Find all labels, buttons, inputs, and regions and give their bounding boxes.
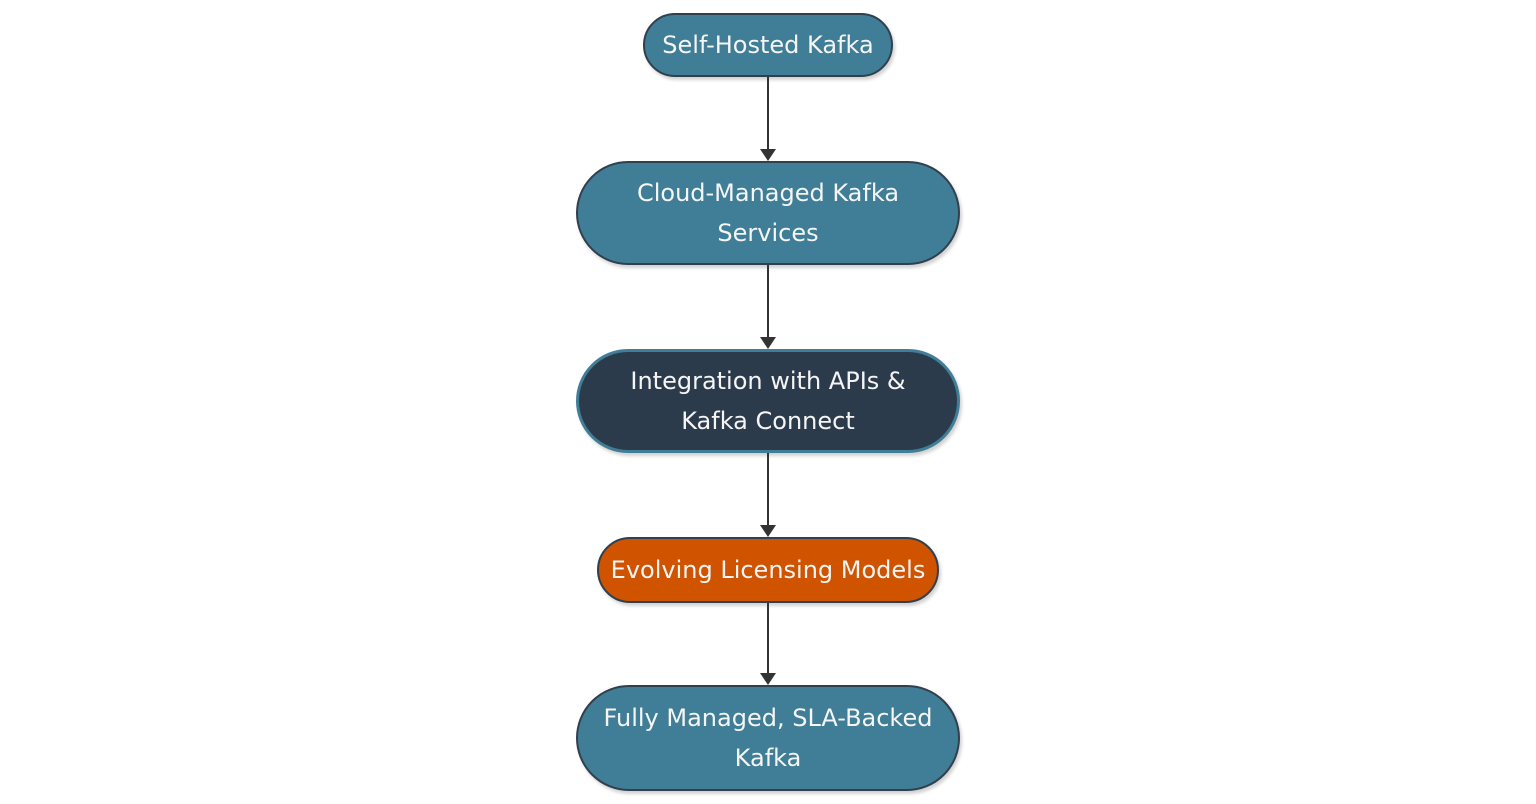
node-label-line: Kafka Connect [681,407,855,435]
node-fully-managed-sla-backed-kafka: Fully Managed, SLA-Backed Kafka [576,685,960,791]
flow-connector-3 [767,453,769,526]
node-label-line: Self-Hosted Kafka [662,31,874,59]
node-label-line: Integration with APIs & [630,367,906,395]
flow-connector-1 [767,77,769,150]
flow-connector-2 [767,265,769,338]
node-self-hosted-kafka: Self-Hosted Kafka [643,13,893,77]
node-label-line: Evolving Licensing Models [610,556,926,584]
node-integration-with-apis-kafka-connect: Integration with APIs & Kafka Connect [576,349,960,453]
arrow-down-icon [760,337,776,349]
node-evolving-licensing-models: Evolving Licensing Models [597,537,939,603]
node-label-line: Kafka [734,744,802,772]
node-label-line: Cloud-Managed Kafka [636,179,900,207]
arrow-down-icon [760,525,776,537]
node-label-line: Services [717,219,819,247]
arrow-down-icon [760,149,776,161]
arrow-down-icon [760,673,776,685]
node-cloud-managed-kafka-services: Cloud-Managed Kafka Services [576,161,960,265]
flow-connector-4 [767,603,769,674]
node-label-line: Fully Managed, SLA-Backed [603,704,933,732]
